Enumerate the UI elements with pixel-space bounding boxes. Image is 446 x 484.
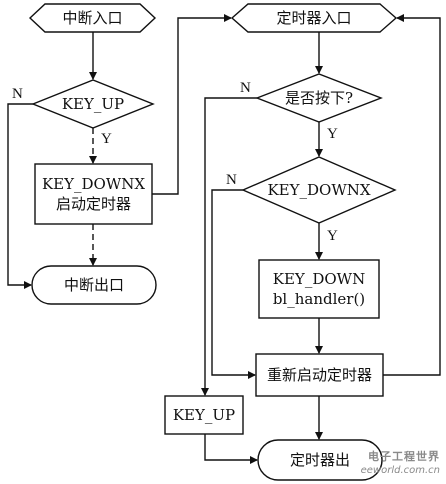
watermark-url: eeworld.com.cn <box>360 465 440 476</box>
timer-entry-label: 定时器入口 <box>276 9 352 27</box>
timer-exit-label: 定时器出 <box>289 451 350 469</box>
connector-keyup-no <box>7 103 33 289</box>
no-label-downx: N <box>226 172 237 188</box>
connector-restart-loop-to-entry <box>383 14 441 376</box>
yes-label-downx: Y <box>327 228 338 244</box>
connector-pressed-no <box>201 97 257 396</box>
key-downx-start-timer-line2: 启动定时器 <box>55 195 131 213</box>
interrupt-entry-label: 中断入口 <box>62 9 123 27</box>
key-up-decision-label: KEY_UP <box>61 95 125 113</box>
key-downx-start-timer-line1: KEY_DOWNX <box>41 175 146 193</box>
key-downx-decision-label: KEY_DOWNX <box>267 181 371 199</box>
connector-keyup-box-to-exit <box>204 434 258 464</box>
interrupt-exit-shape <box>31 265 157 305</box>
interrupt-entry-shape <box>28 3 157 33</box>
restart-timer-label: 重新启动定时器 <box>266 366 372 384</box>
key-up-box-shape <box>164 395 244 435</box>
key-down-handler-line2: bl_handler() <box>272 290 366 308</box>
interrupt-exit-label: 中断出口 <box>63 276 124 294</box>
key-down-handler-line1: KEY_DOWN <box>272 270 366 288</box>
connector-downx-no <box>211 189 256 379</box>
key-up-decision-shape <box>31 79 155 129</box>
key-up-box-label: KEY_UP <box>172 406 236 424</box>
watermark-title: 电子工程世界 <box>368 450 440 463</box>
timer-exit-shape <box>257 439 383 481</box>
yes-label-keyup: Y <box>101 131 112 147</box>
key-downx-start-timer-label: KEY_DOWNX 启动定时器 <box>35 164 152 224</box>
pressed-decision-label: 是否按下? <box>284 89 354 107</box>
key-downx-decision-shape <box>241 156 397 224</box>
pressed-decision-shape <box>255 73 383 123</box>
no-label-keyup: N <box>12 86 23 102</box>
key-down-handler-label: KEY_DOWN bl_handler() <box>259 260 379 318</box>
yes-label-pressed: Y <box>327 126 338 142</box>
no-label-pressed: N <box>240 80 251 96</box>
connector-start-timer-to-timer-entry <box>152 14 232 195</box>
